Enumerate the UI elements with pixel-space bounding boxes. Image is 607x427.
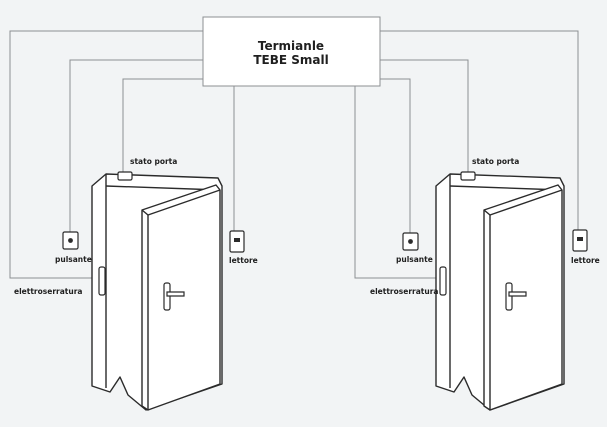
wire-right-button [380, 78, 411, 233]
wire-left-door-status [122, 78, 203, 172]
door-leaf-right [483, 184, 563, 411]
electric-lock-icon [98, 266, 106, 296]
wires [9, 30, 579, 279]
wire-right-door-status [380, 59, 469, 172]
wire-left-button [69, 59, 203, 232]
door-left: stato porta pulsante lettore elettroserr… [14, 157, 258, 411]
door-handle-icon [163, 282, 185, 311]
label-door-status-right: stato porta [472, 157, 519, 166]
door-sensor-icon [117, 171, 133, 181]
electric-lock-icon [439, 266, 447, 296]
label-electric-lock-left: elettroserratura [14, 287, 82, 296]
push-button-icon [402, 232, 419, 251]
door-leaf-left [141, 184, 221, 411]
label-button-right: pulsante [396, 255, 433, 264]
card-reader-icon [572, 229, 588, 252]
label-button-left: pulsante [55, 255, 92, 264]
wire-right-reader [380, 30, 579, 230]
door-handle-icon [505, 282, 527, 311]
terminal-name: Termianle [258, 39, 324, 53]
wire-left-electric-lock [9, 30, 203, 279]
label-door-status-left: stato porta [130, 157, 177, 166]
terminal-box: Termianle TEBE Small [202, 16, 381, 87]
terminal-model: TEBE Small [253, 53, 328, 67]
label-reader-left: lettore [229, 256, 258, 265]
door-sensor-icon [460, 171, 476, 181]
door-right: stato porta pulsante lettore elettroserr… [370, 157, 600, 411]
label-reader-right: lettore [571, 256, 600, 265]
wire-right-electric-lock [354, 86, 440, 279]
card-reader-icon [229, 230, 245, 253]
push-button-icon [62, 231, 79, 250]
label-electric-lock-right: elettroserratura [370, 287, 438, 296]
